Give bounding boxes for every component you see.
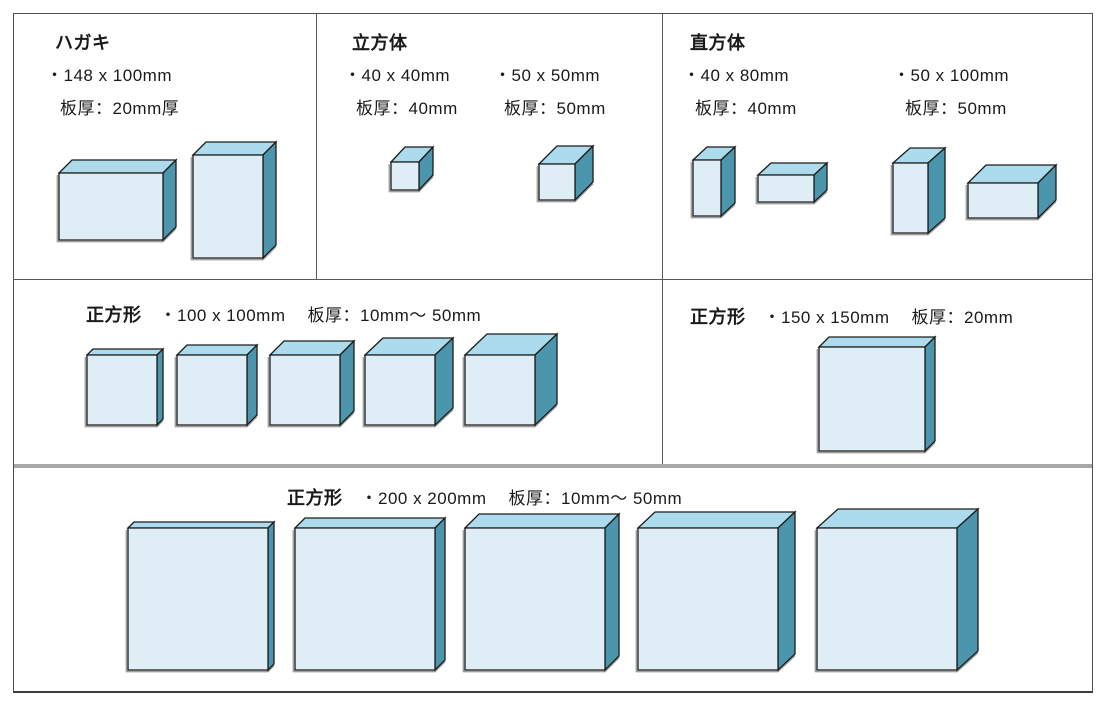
grid-line-vertical-2 <box>662 14 663 467</box>
grid-line-vertical-1 <box>316 14 317 280</box>
square100-t20 <box>174 343 259 428</box>
hagaki-portrait-100x148-t20 <box>190 140 278 261</box>
cube-40-thickness-label: 板厚：40mm <box>356 99 458 118</box>
cuboid-40x80-standing-t40 <box>690 145 737 219</box>
cuboid-50x100-size-label: ・50 x 100mm <box>893 66 1010 85</box>
square100-thickness-label: 板厚：10mm～ 50mm <box>307 306 482 325</box>
hagaki-thickness-label: 板厚：20mm厚 <box>60 99 180 118</box>
square150-header: 正方形 ・150 x 150mm 板厚：20mm <box>690 303 1013 329</box>
square100-size-label: ・100 x 100mm <box>159 306 286 325</box>
cube-title: 立方体 <box>352 33 408 53</box>
cuboid-50x100-standing-t50 <box>890 146 947 236</box>
square200-t10 <box>125 520 276 673</box>
square100-title: 正方形 <box>86 305 142 325</box>
cube-50-thickness-label: 板厚：50mm <box>504 99 606 118</box>
hagaki-size-label: ・148 x 100mm <box>46 66 172 85</box>
square150-size-label: ・150 x 150mm <box>763 308 890 327</box>
hagaki-title: ハガキ <box>55 33 111 53</box>
cube-40x40-t40 <box>388 145 435 193</box>
cube-40-size-label: ・40 x 40mm <box>344 66 451 85</box>
cube-50-size-label: ・50 x 50mm <box>494 66 601 85</box>
square200-title: 正方形 <box>287 488 343 508</box>
square100-t40 <box>362 336 455 428</box>
cuboid-50x100-thickness-label: 板厚：50mm <box>905 99 1007 118</box>
square100-t50 <box>462 332 559 428</box>
square150-title: 正方形 <box>690 307 746 327</box>
cube-50x50-t50 <box>536 144 595 203</box>
table-frame <box>13 13 1093 693</box>
square100-t10 <box>84 347 165 428</box>
square100-t30 <box>267 339 356 428</box>
square200-size-label: ・200 x 200mm <box>360 489 487 508</box>
square150-thickness-label: 板厚：20mm <box>911 308 1014 327</box>
square200-header: 正方形 ・200 x 200mm 板厚：10mm～ 50mm <box>287 484 682 510</box>
cuboid-40x80-lying-t40 <box>755 161 829 205</box>
square200-t30 <box>462 512 621 673</box>
cuboid-40x80-size-label: ・40 x 80mm <box>683 66 790 85</box>
cuboid-40x80-thickness-label: 板厚：40mm <box>695 99 797 118</box>
square200-thickness-label: 板厚：10mm～ 50mm <box>508 489 683 508</box>
grid-line-row1-row2 <box>14 279 1092 280</box>
square200-t20 <box>292 516 447 673</box>
cuboid-title: 直方体 <box>690 33 746 53</box>
square100-header: 正方形 ・100 x 100mm 板厚：10mm～ 50mm <box>86 301 481 327</box>
hagaki-landscape-148x100-t20 <box>56 158 178 243</box>
square150-t20 <box>816 335 937 454</box>
cuboid-50x100-lying-t50 <box>965 163 1058 221</box>
grid-line-row2-row3 <box>14 464 1092 468</box>
square200-t40 <box>635 510 797 673</box>
square200-t50 <box>814 507 980 673</box>
